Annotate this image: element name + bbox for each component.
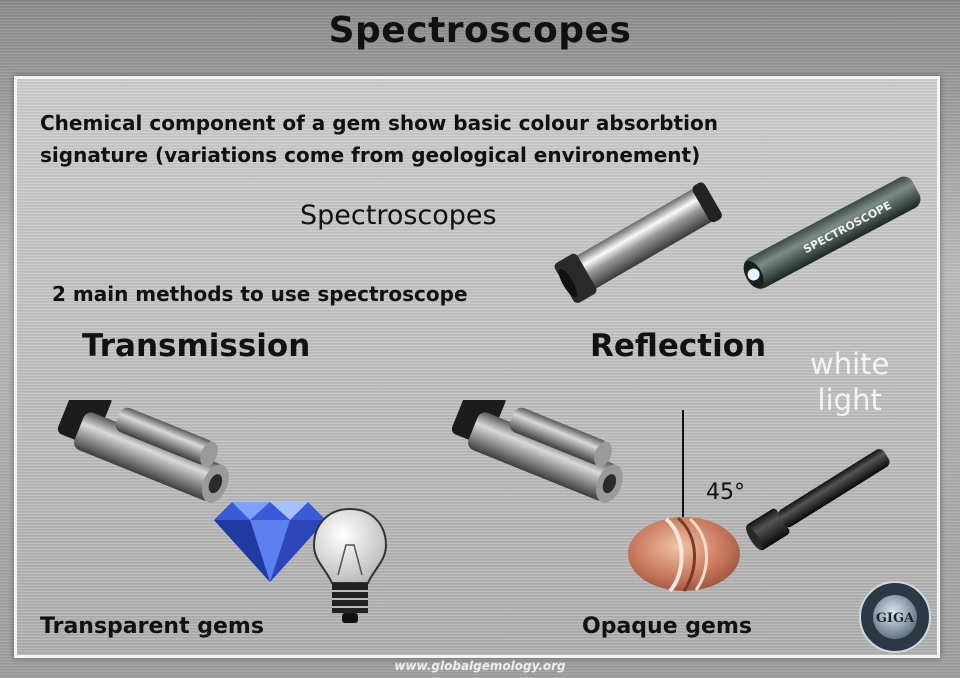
white-light-line-2: light [817,383,882,417]
giga-logo: GIGA [859,581,931,653]
intro-text: Chemical component of a gem show basic c… [40,107,718,171]
white-light-label: white light [810,346,889,418]
logo-letters: GIGA [876,611,915,626]
transmission-spectroscope-image [57,400,229,503]
opaque-gems-label: Opaque gems [582,614,752,639]
green-spectroscope-image: SPECTROSCOPE [743,176,921,289]
angle-line [682,410,684,520]
intro-line-2: signature (variations come from geologic… [40,143,701,167]
flashlight-image [746,449,890,551]
reflection-spectroscope-image [451,400,623,503]
agate-cabochon-image [628,516,740,593]
page-title: Spectroscopes [328,10,632,51]
silver-spectroscope-image [554,182,722,303]
website-url: www.globalgemology.org [394,659,566,673]
angle-label: 45° [706,480,745,505]
transmission-heading: Transmission [82,328,311,364]
reflection-heading: Reflection [590,328,767,364]
spectroscopes-subheading: Spectroscopes [300,200,497,231]
light-bulb-image [312,507,388,623]
content-panel [14,76,940,658]
white-light-line-1: white [810,347,890,381]
blue-diamond-image [214,502,326,582]
intro-line-1: Chemical component of a gem show basic c… [40,111,718,135]
transparent-gems-label: Transparent gems [40,614,264,639]
methods-text: 2 main methods to use spectroscope [52,282,468,306]
